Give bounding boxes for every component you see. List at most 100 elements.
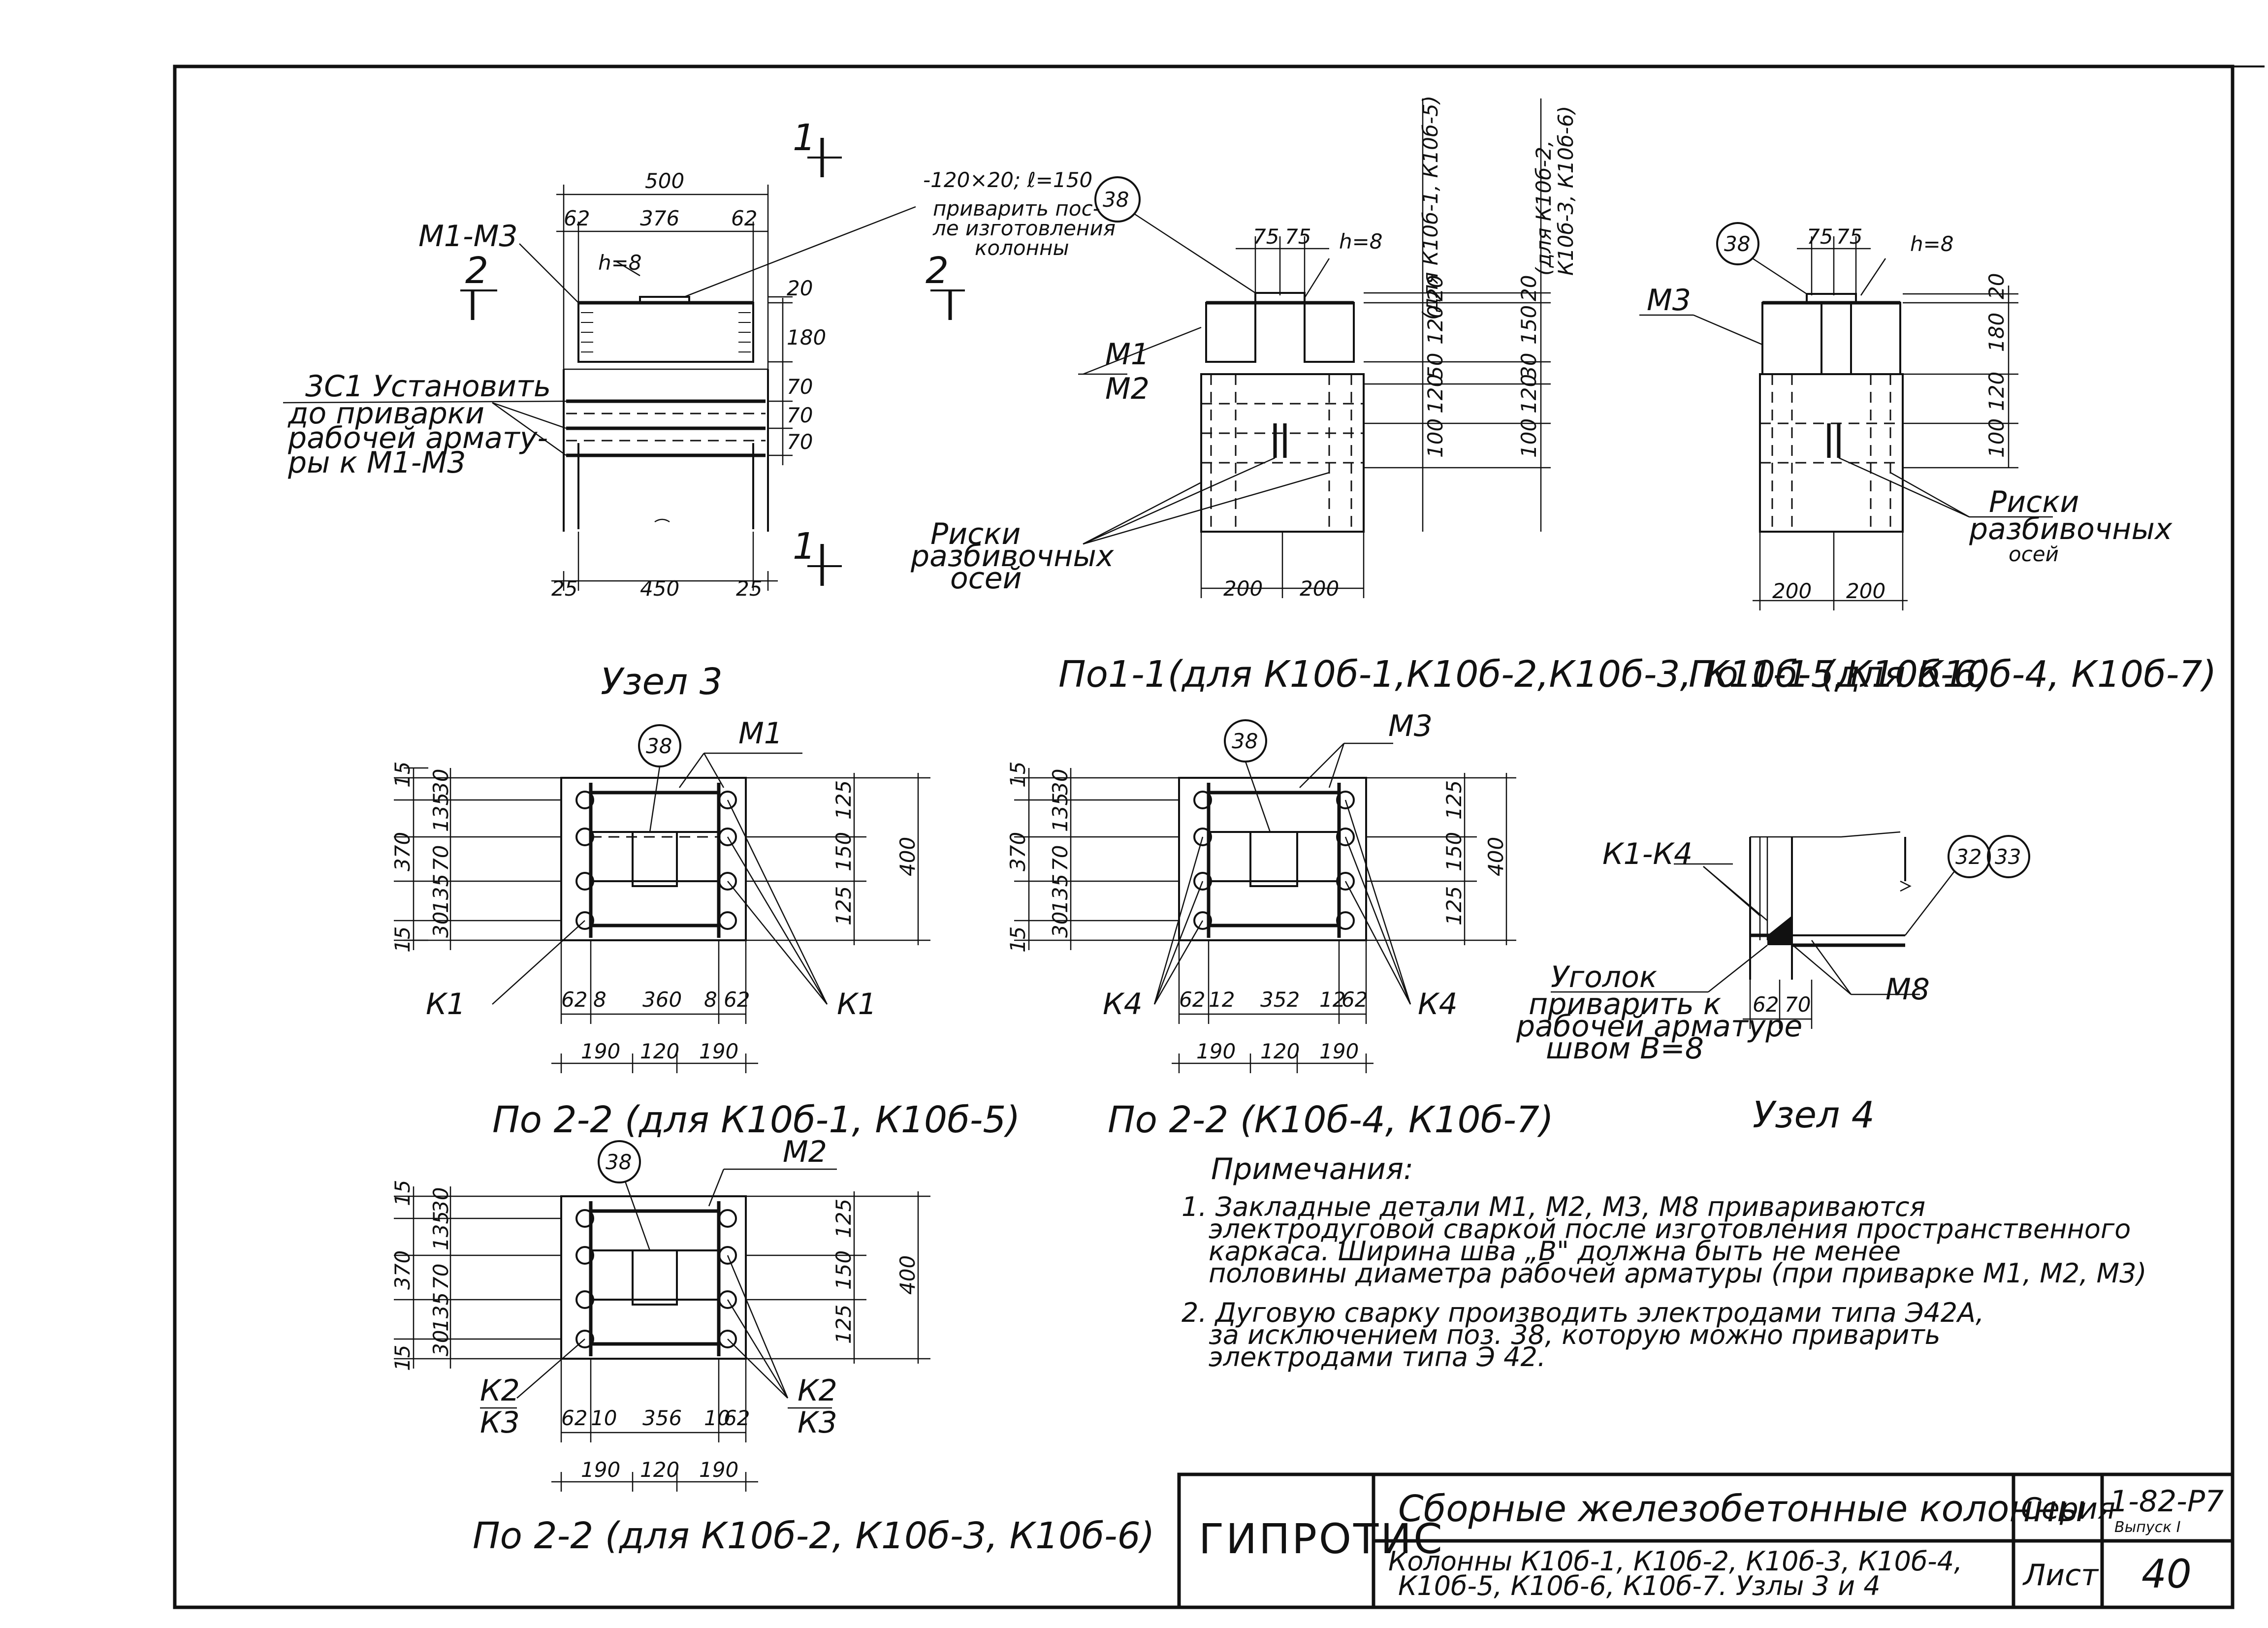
notes-line-6: за исключением поз. 38, которую можно пр… [1209,1319,1941,1350]
title-block-series-label: Серия [2021,1492,2115,1526]
node3-dim-70a: 70 [787,375,813,399]
section22a-dim-b2-120: 120 [640,1039,679,1063]
section22a-dim-l-370: 370 [390,832,415,871]
section22c-dim-b-62a: 62 [561,1406,587,1430]
section22b-dim-l-370: 370 [1006,832,1030,871]
node3-frame-note-2: до приварки [287,396,484,431]
section22c-dim-l2-135b: 135 [429,1292,453,1332]
section22b-dim-l2-70: 70 [1048,845,1072,871]
section22b-dim-b-12a: 12 [1209,988,1235,1012]
section22a-title: По 2-2 (для К10б-1, К10б-5) [492,1099,1020,1141]
node3-frame-note-3: рабочей армату- [287,421,548,455]
title-block-org: ГИПРОТИС [1199,1515,1444,1563]
node4-angle-note-2: приварить к [1529,987,1721,1021]
node3-section-2-right: 2 [926,250,949,292]
node3-drawing [283,138,1141,591]
node3-dim-62-left: 62 [564,206,590,230]
section22a-dim-r-400: 400 [895,837,920,876]
node4-angle-note-1: Уголок [1551,960,1657,994]
section22c-label-k2-right: К2 [798,1373,837,1408]
section11b-risk-2: разбивочных [1969,512,2172,546]
section22b-label-m3: М3 [1388,709,1433,743]
section22c-dim-l2-70: 70 [429,1264,453,1290]
section11a-weld-h: h=8 [1339,229,1383,254]
node4-pos-32: 32 [1955,845,1981,869]
section22c-drawing [394,1140,930,1492]
section22b-dim-b2-190a: 190 [1196,1039,1236,1063]
node3-weld-note-2: ле изготовления [932,216,1116,240]
section22a-dim-l2-135b: 135 [429,874,453,913]
node4-pos-33: 33 [1995,845,2021,869]
node3-weld-note-3: колонны [975,236,1069,260]
section11a-title: По1-1(для К10б-1,К10б-2,К10б-3, К10б-5,К… [1058,653,1991,696]
section22b-dim-b-352: 352 [1260,988,1300,1012]
section22b-dim-r-400: 400 [1484,837,1508,876]
section22b-dim-b2-120: 120 [1260,1039,1300,1063]
section22a-dim-b-8a: 8 [593,988,607,1012]
section11a-side-note-2b: К10б-3, К10б-6) [1554,106,1578,276]
node3-dim-20: 20 [787,276,813,300]
notes-line-1: 1. Закладные детали М1, М2, М3, М8 прива… [1182,1191,1925,1222]
section22b-dim-l2-135b: 135 [1048,874,1072,913]
node3-dim-450: 450 [640,576,679,601]
section11b-dim-180: 180 [1984,313,2009,352]
section22a-dim-l-15-top: 15 [390,762,415,788]
section22b-dim-b-12b: 12 [1319,988,1345,1012]
node3-section-1-bottom: 1 [793,525,816,568]
title-block-sheet-label: Лист [2022,1558,2099,1593]
section11b-risk-3: осей [2009,542,2059,566]
notes-line-3: каркаса. Ширина шва „В" должна быть не м… [1209,1236,1901,1267]
section22b-dim-l2-135a: 135 [1048,793,1072,832]
section22c-dim-b2-190a: 190 [581,1458,620,1482]
node4-angle-note-3: рабочей арматуре [1516,1009,1802,1044]
section22a-dim-b2-190a: 190 [581,1039,620,1063]
section11b-dim-120: 120 [1984,372,2009,411]
section22c-dim-b2-120: 120 [640,1458,679,1482]
section22c-dim-l-370: 370 [390,1250,415,1290]
section11a-dim-c1: 20 [1517,275,1541,301]
node3-pos-38: 38 [1103,188,1129,212]
section22b-dim-r-150: 150 [1442,832,1466,871]
section22a-dim-l2-135a: 135 [429,793,453,832]
title-block-series-value: 1-82-Р7 [2109,1484,2224,1519]
section11b-dim-75-right: 75 [1836,224,1862,249]
section22c-dim-l2-135a: 135 [429,1211,453,1250]
title-block-title: Сборные железобетонные колонны [1398,1488,2086,1530]
node4-drawing [1551,831,2030,1029]
section22a-pos-38: 38 [646,734,672,758]
section22b-dim-b-62a: 62 [1179,988,1205,1012]
section22c-dim-r-125b: 125 [831,1305,856,1344]
section22a-label-k1-right: К1 [837,987,877,1021]
node3-plate-spec: -120×20; ℓ=150 [923,168,1092,192]
notes-line-4: половины диаметра рабочей арматуры (при … [1209,1258,2147,1289]
section22c-title: По 2-2 (для К10б-2, К10б-3, К10б-6) [473,1515,1155,1557]
node3-dim-376: 376 [640,206,679,230]
section11a-risk-2: разбивочных [910,539,1114,574]
section22a-label-k1-left: К1 [426,987,466,1021]
section22b-dim-b-62b: 62 [1342,988,1368,1012]
section11a-dim-a5: 100 [1423,418,1447,458]
section22c-label-m2: М2 [783,1135,827,1169]
section11a-dim-75-right: 75 [1285,224,1311,249]
section11b-label-m3: М3 [1647,283,1691,318]
section22c-dim-b-356: 356 [642,1406,682,1430]
section22a-dim-r-125b: 125 [831,886,856,926]
section22b-dim-l-15-bot: 15 [1006,926,1030,953]
section11b-title: По 1-1 (для К10б-4, К10б-7) [1689,653,2216,696]
section22b-dim-l-15-top: 15 [1006,762,1030,788]
node3-embed-label: М1-М3 [418,219,518,254]
node3-section-2-left: 2 [465,250,488,292]
section11a-side-note-2a: (для К10б-2, [1532,140,1556,276]
node3-weld-h: h=8 [598,251,642,275]
notes-line-2: электродуговой сваркой после изготовлени… [1209,1213,2131,1245]
title-block-subtitle-1: Колонны К10б-1, К10б-2, К10б-3, К10б-4, [1388,1546,1962,1577]
section11a-dim-c4: 120 [1517,374,1541,414]
section22c-label-k2-left: К2 [480,1373,520,1408]
section22c-dim-b-10a: 10 [591,1406,617,1430]
section11a-dim-c5: 100 [1517,418,1541,458]
node4-title: Узел 4 [1753,1094,1875,1136]
node3-dim-180: 180 [787,325,826,350]
section22a-dim-r-125a: 125 [831,780,856,820]
title-block-frame [1177,1472,2235,1609]
